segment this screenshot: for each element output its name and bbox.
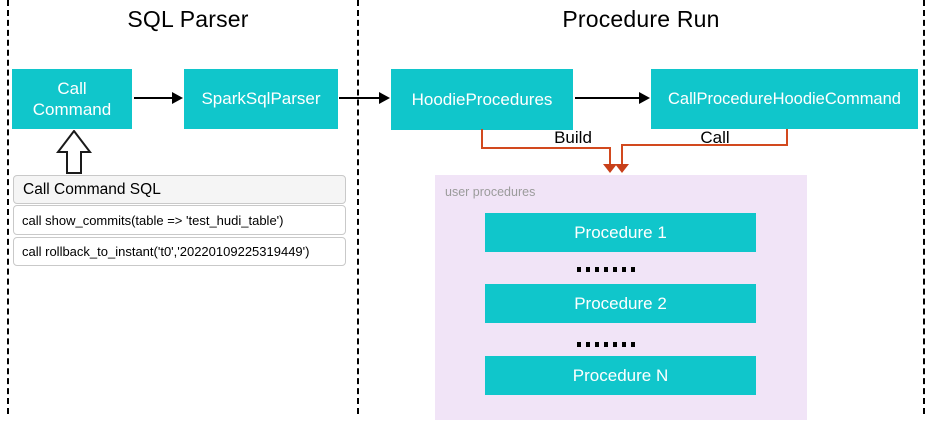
build-edge-label: Build bbox=[554, 128, 592, 147]
node-call-procedure-hoodie-command: CallProcedureHoodieCommand bbox=[651, 69, 918, 129]
call-edge-label: Call bbox=[700, 128, 730, 147]
arrow-hoodieprocedures-to-command bbox=[575, 97, 640, 99]
node-spark-sql-parser: SparkSqlParser bbox=[184, 69, 338, 129]
sql-statement: call rollback_to_instant('t0','202201092… bbox=[22, 244, 310, 259]
hollow-up-arrow-icon bbox=[56, 130, 92, 174]
sql-panel-row: call show_commits(table => 'test_hudi_ta… bbox=[13, 205, 346, 235]
build-connector bbox=[609, 147, 611, 164]
call-connector bbox=[786, 129, 788, 146]
right-dashed-border bbox=[923, 0, 925, 414]
node-procedure-2-label: Procedure 2 bbox=[574, 293, 667, 313]
arrow-parser-to-hoodieprocedures bbox=[339, 97, 380, 99]
ellipsis-dots-icon bbox=[577, 267, 636, 272]
sql-panel-row: call rollback_to_instant('t0','202201092… bbox=[13, 237, 346, 266]
arrow-callcommand-to-parser bbox=[134, 97, 173, 99]
node-spark-sql-parser-label: SparkSqlParser bbox=[201, 89, 321, 108]
call-connector bbox=[621, 144, 788, 146]
sql-statement: call show_commits(table => 'test_hudi_ta… bbox=[22, 212, 284, 228]
left-dashed-border bbox=[7, 0, 9, 414]
node-procedure-n: Procedure N bbox=[485, 356, 756, 395]
sql-panel-header-label: Call Command SQL bbox=[23, 180, 161, 198]
node-procedure-2: Procedure 2 bbox=[485, 284, 756, 323]
node-call-command-label: Call Command bbox=[32, 78, 112, 119]
build-connector bbox=[481, 147, 611, 149]
sql-parser-section-title: SQL Parser bbox=[127, 6, 249, 32]
procedure-run-section-title: Procedure Run bbox=[562, 6, 720, 32]
call-connector bbox=[621, 144, 623, 164]
user-procedures-container: user procedures Procedure 1 Procedure 2 … bbox=[435, 175, 807, 420]
build-arrowhead-down-icon bbox=[603, 164, 617, 173]
call-arrowhead-down-icon bbox=[615, 164, 629, 173]
build-connector bbox=[481, 129, 483, 149]
arrowhead-right-icon bbox=[172, 92, 183, 104]
node-hoodie-procedures: HoodieProcedures bbox=[391, 69, 573, 130]
arrowhead-right-icon bbox=[379, 92, 390, 104]
sql-panel-header: Call Command SQL bbox=[13, 175, 346, 204]
arrowhead-right-icon bbox=[639, 92, 650, 104]
node-procedure-1: Procedure 1 bbox=[485, 213, 756, 252]
node-call-command: Call Command bbox=[12, 69, 132, 129]
node-hoodie-procedures-label: HoodieProcedures bbox=[411, 89, 553, 109]
user-procedures-title: user procedures bbox=[445, 185, 536, 199]
node-procedure-1-label: Procedure 1 bbox=[574, 222, 667, 242]
ellipsis-dots-icon bbox=[577, 342, 636, 347]
node-procedure-n-label: Procedure N bbox=[572, 365, 669, 385]
middle-dashed-border bbox=[357, 0, 359, 414]
node-call-procedure-hoodie-command-label: CallProcedureHoodieCommand bbox=[668, 89, 901, 108]
